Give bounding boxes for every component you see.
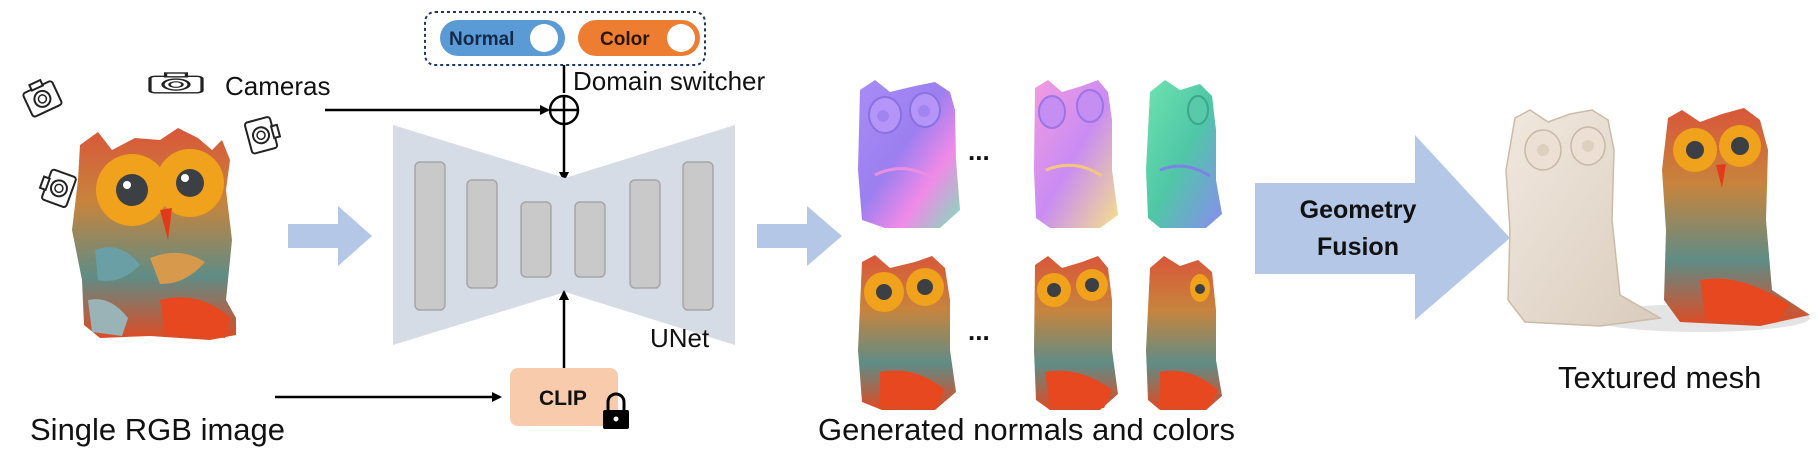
generated-normal-2 xyxy=(1034,80,1118,228)
unet-layer xyxy=(520,201,552,278)
generated-color-3 xyxy=(1146,256,1222,410)
camera-icon xyxy=(148,72,204,94)
fusion-label-line1: Geometry xyxy=(1300,196,1417,224)
camera-icon xyxy=(244,116,282,155)
camera-icon xyxy=(22,78,63,118)
domain-switcher-label: Domain switcher xyxy=(573,66,766,96)
input-owl-image xyxy=(72,128,236,340)
ellipsis-normals: ... xyxy=(968,136,990,166)
flow-arrow xyxy=(288,206,372,266)
generated-color-1 xyxy=(858,255,956,410)
output-label: Textured mesh xyxy=(1558,360,1761,395)
input-label: Single RGB image xyxy=(30,412,285,447)
fusion-label-line2: Fusion xyxy=(1317,233,1399,261)
camera-icon xyxy=(38,168,77,208)
untextured-mesh xyxy=(1505,109,1663,327)
ellipsis-colors: ... xyxy=(968,316,990,346)
clip-label: CLIP xyxy=(539,387,587,410)
color-toggle-label: Color xyxy=(600,29,650,50)
flow-arrow xyxy=(757,206,842,266)
generated-color-2 xyxy=(1034,256,1118,410)
cameras-label: Cameras xyxy=(225,71,330,101)
textured-mesh xyxy=(1662,108,1810,326)
toggle-knob-icon xyxy=(530,24,558,52)
unet-layer xyxy=(629,179,661,289)
geometry-fusion-arrow xyxy=(1255,135,1510,320)
normal-toggle[interactable]: Normal xyxy=(440,20,565,56)
color-toggle[interactable]: Color xyxy=(578,20,700,56)
unet-layer xyxy=(682,161,714,311)
unet-layer xyxy=(466,179,498,289)
unet-label: UNet xyxy=(650,323,710,353)
unet-layer xyxy=(574,201,606,278)
generated-normal-1 xyxy=(858,80,960,228)
generated-label: Generated normals and colors xyxy=(818,412,1235,447)
lock-icon xyxy=(603,392,629,429)
unet-layer xyxy=(414,161,446,311)
clip-box xyxy=(510,368,618,426)
plus-circle-icon xyxy=(548,94,580,126)
toggle-knob-icon xyxy=(667,24,695,52)
normal-toggle-label: Normal xyxy=(449,29,514,50)
generated-normal-3 xyxy=(1146,80,1222,228)
